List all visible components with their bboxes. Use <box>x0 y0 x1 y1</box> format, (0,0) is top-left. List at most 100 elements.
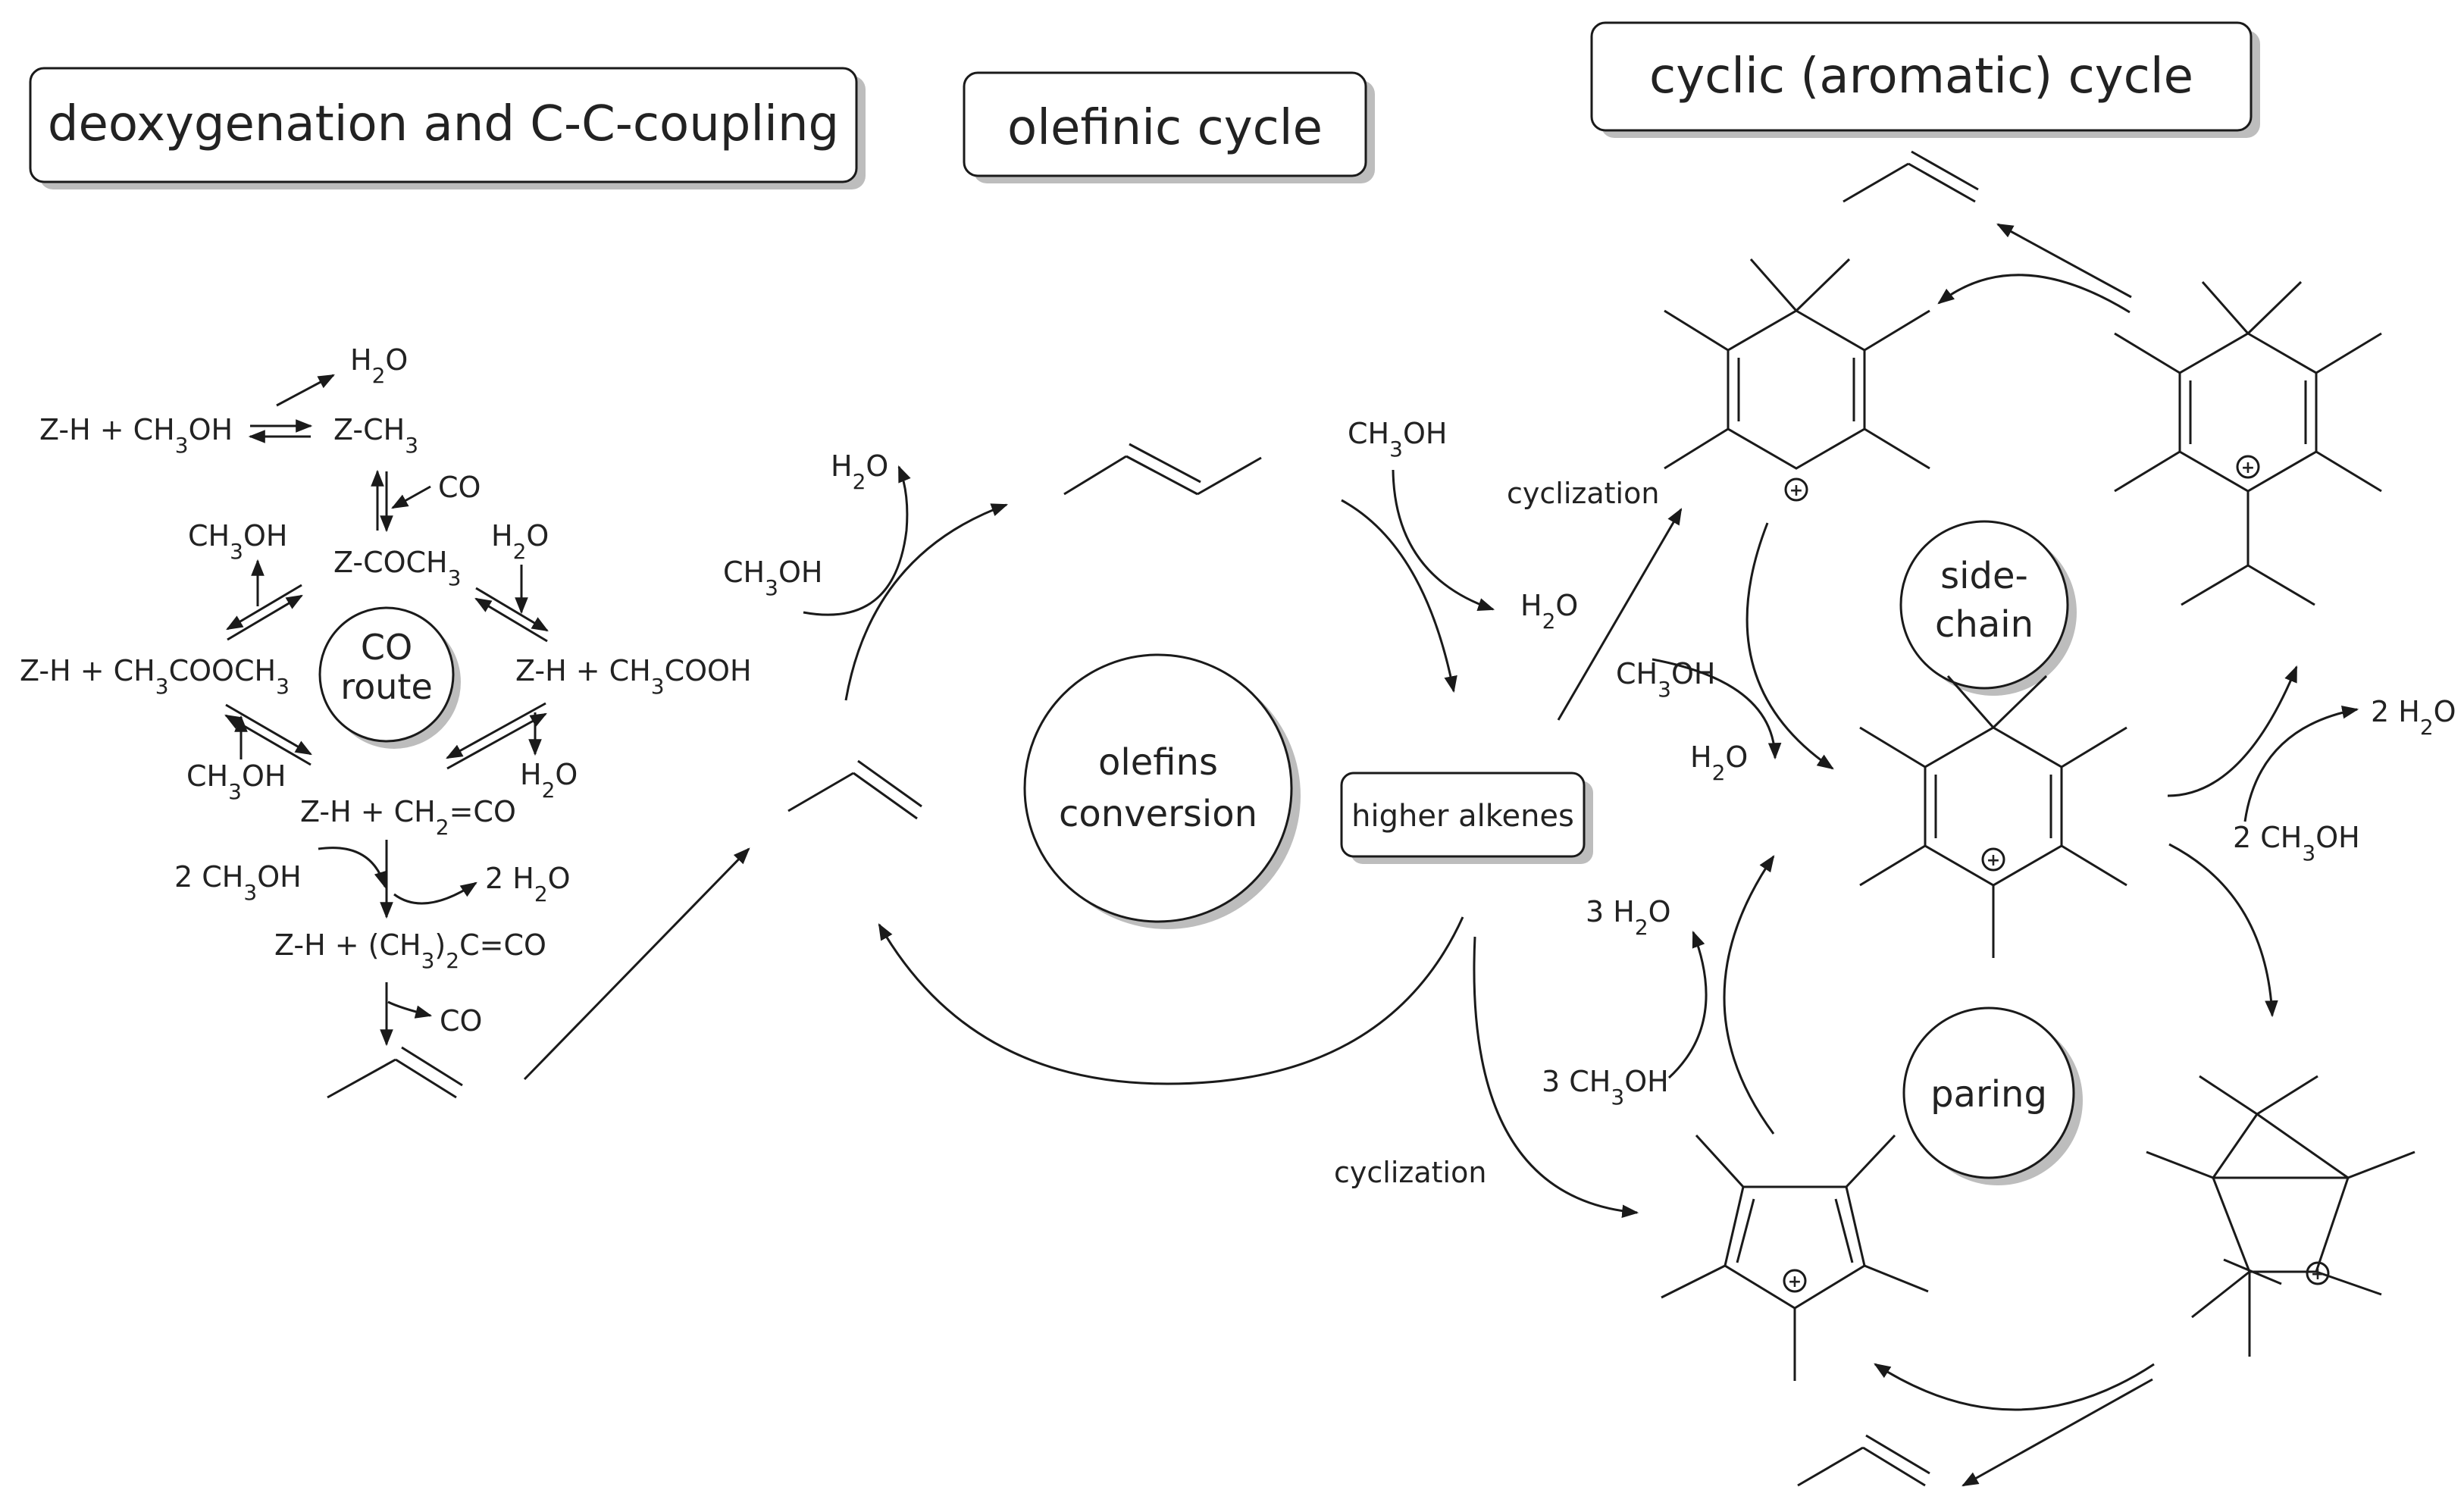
label-ketene: Z-H + CH2=CO <box>300 795 516 840</box>
arc-ch3oh-h2o-right <box>1392 469 1495 611</box>
eq-arrow-ak-2 <box>446 712 547 770</box>
plus-sign-5: + <box>1788 1273 1802 1291</box>
side-chain-text-1: side- <box>1940 555 2028 597</box>
paring-text: paring <box>1930 1073 2047 1116</box>
plus-sign-4: + <box>2311 1265 2325 1284</box>
label-methyl-acetate: Z-H + CH3COOCH3 <box>20 654 290 699</box>
label-ch3oh-a: CH3OH <box>188 519 287 564</box>
eq-arrow-mk-2 <box>224 714 312 766</box>
arrow-co-b-out <box>387 1000 433 1019</box>
higher-alkenes-text: higher alkenes <box>1351 799 1574 834</box>
arrow-cyclization-top <box>1557 508 1683 721</box>
arc-butene-to-higher <box>1341 499 1457 693</box>
co-route-text-2: route <box>340 666 433 707</box>
eq-arrow-ma-2 <box>227 594 303 641</box>
label-cyclization-bottom: cyclization <box>1334 1156 1486 1189</box>
propene-3-bond <box>1843 162 1909 203</box>
label-ch3oh-b: CH3OH <box>186 759 286 804</box>
label-co-b: CO <box>440 1004 482 1038</box>
header-olefinic-text: olefinic cycle <box>1007 100 1323 156</box>
label-olefin-h2o-right: H2O <box>1520 589 1578 634</box>
arc-cyclopentenyl-to-middle <box>1723 855 1775 1135</box>
arc-2ch3oh-2h2o-in <box>2167 665 2298 797</box>
label-acetic-acid: Z-H + CH3COOH <box>515 654 752 699</box>
arrow-to-propene-top <box>1996 223 2132 299</box>
label-h2o-c: H2O <box>520 758 578 803</box>
label-olefin-ch3oh-top: CH3OH <box>1348 417 1447 462</box>
butene-bond-1 <box>1063 455 1127 496</box>
plus-sign-3: + <box>1987 851 2000 870</box>
arc-3ch3oh-3h2o <box>1667 930 1708 1079</box>
label-h2o-a: H2O <box>350 343 408 388</box>
propene-2-bond <box>787 772 854 812</box>
aromatic-cycle-section: cyclization cyclization CH3OH H2O 2 H2O … <box>1334 150 2456 1487</box>
arrow-2h2o-out <box>393 881 477 905</box>
olefins-text-2: conversion <box>1059 793 1257 835</box>
arc-top-right-to-top-left <box>1937 274 2131 314</box>
olefin-cycle-section: olefins conversion H2O CH3OH CH3OH H2O h… <box>723 417 1683 1219</box>
propene-3-double-b <box>1911 150 1979 191</box>
co-route-text-1: CO <box>361 627 412 668</box>
label-cyclization-top: cyclization <box>1507 477 1659 510</box>
label-aro-2ch3oh: 2 CH3OH <box>2233 821 2360 866</box>
arc-top-left-to-middle <box>1745 522 1834 770</box>
propene-4-double-b <box>1865 1434 1930 1475</box>
label-2-h2o: 2 H2O <box>485 862 571 906</box>
label-z-coch3: Z-COCH3 <box>333 546 461 590</box>
header-deoxygenation-text: deoxygenation and C-C-coupling <box>48 96 839 152</box>
label-2-ch3oh: 2 CH3OH <box>174 860 302 905</box>
arrow-to-h2o-a <box>276 374 335 407</box>
arrow-to-olefin-cycle <box>523 847 750 1081</box>
co-route-section: Z-H + CH3OH Z-CH3 H2O CO Z-COCH3 CH3OH H… <box>20 343 752 1099</box>
arrow-co-in <box>391 485 431 509</box>
eq-arrow-mk-1 <box>225 703 312 756</box>
side-chain-text-2: chain <box>1935 603 2034 646</box>
plus-sign-2: + <box>2241 459 2255 477</box>
higher-alkenes-box <box>1340 772 1586 858</box>
arc-middle-to-bicyclic <box>2168 843 2278 1018</box>
label-aro-3ch3oh: 3 CH3OH <box>1542 1065 1669 1110</box>
header-olefinic-cycle: olefinic cycle <box>963 71 1375 183</box>
propene-1-double-b <box>401 1046 463 1087</box>
propene-4-double-a <box>1862 1446 1926 1487</box>
cation-bicyclic <box>2146 1075 2415 1357</box>
propene-2-double-a <box>853 772 918 820</box>
olefins-conversion-circle <box>1023 653 1293 923</box>
header-deoxygenation: deoxygenation and C-C-coupling <box>29 67 866 189</box>
olefins-text-1: olefins <box>1098 741 1218 784</box>
label-z-ch3: Z-CH3 <box>333 413 418 458</box>
propene-1-double-a <box>395 1058 457 1099</box>
cation-middle <box>1859 675 2127 958</box>
label-co-a: CO <box>438 471 481 504</box>
label-olefin-ch3oh-left: CH3OH <box>723 556 822 600</box>
eq-arrow-aa-2 <box>474 597 548 643</box>
label-dimethylketene: Z-H + (CH3)2C=CO <box>274 928 546 973</box>
label-aro-ch3oh: CH3OH <box>1616 657 1715 702</box>
arc-aro-ch3oh-h2o <box>1652 658 1782 760</box>
eq-arrow-ak-1 <box>446 702 546 759</box>
label-olefin-h2o-left: H2O <box>831 449 888 494</box>
eq-arrow-ma-1 <box>226 584 302 631</box>
arc-cyclization-bottom <box>1473 936 1639 1219</box>
cation-cyclopentenyl <box>1661 1134 1929 1381</box>
arc-2h2o-out <box>2243 705 2359 822</box>
arc-propene-to-butene <box>844 503 1009 701</box>
butene-double-b <box>1129 443 1201 484</box>
side-chain-circle <box>1899 520 2069 690</box>
eq-arrow-aa-1 <box>475 587 549 632</box>
butene-bond-2 <box>1197 456 1262 496</box>
arc-bicyclic-to-cyclopentenyl <box>1874 1363 2155 1411</box>
label-aro-3h2o: 3 H2O <box>1586 895 1671 940</box>
header-aromatic-text: cyclic (aromatic) cycle <box>1649 49 2193 105</box>
cation-top-right <box>2114 280 2382 606</box>
propene-3-double-a <box>1908 162 1976 203</box>
arc-higher-to-propene <box>878 916 1464 1085</box>
paring-circle <box>1902 1006 2075 1179</box>
label-aro-h2o: H2O <box>1690 740 1748 785</box>
co-route-circle <box>318 606 455 743</box>
butene-double-a <box>1126 455 1198 496</box>
arc-ch3oh-h2o-left <box>803 465 911 616</box>
propene-2-double-b <box>857 759 922 808</box>
plus-sign-1: + <box>1789 481 1803 500</box>
